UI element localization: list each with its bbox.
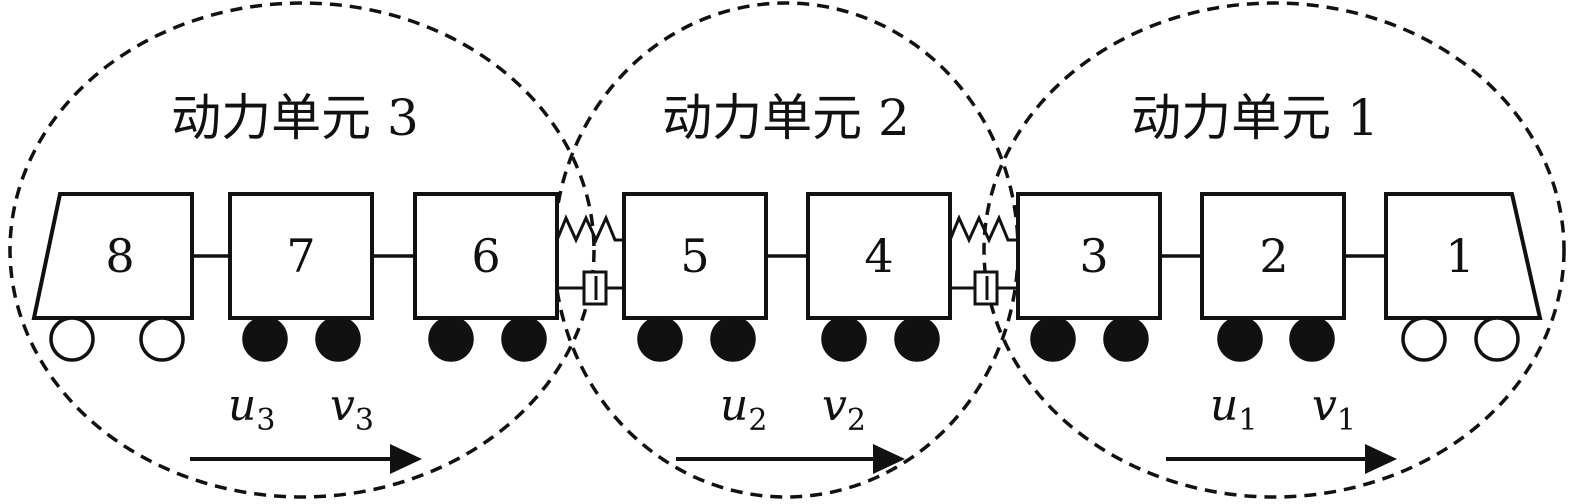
direction-arrows bbox=[190, 444, 1397, 474]
power-unit-1-title: 动力单元 1 bbox=[1131, 89, 1379, 147]
car-3-label: 3 bbox=[1079, 229, 1108, 283]
power-unit-1-ellipse bbox=[982, 1, 1566, 499]
unit-1-input-u: u1 bbox=[1210, 380, 1257, 438]
unit-3-input-u: u3 bbox=[228, 380, 275, 438]
power-unit-3-ellipse bbox=[8, 1, 596, 499]
unit-1-speed-v: v1 bbox=[1312, 380, 1356, 438]
car-4-wheel-powered bbox=[894, 316, 940, 362]
car-6-wheel-powered bbox=[428, 316, 474, 362]
car-5-body bbox=[622, 192, 768, 320]
car-3-wheel-powered bbox=[1030, 316, 1076, 362]
unit-3-direction-arrow-head bbox=[390, 444, 422, 474]
car-1-wheel-unpowered bbox=[1401, 316, 1447, 362]
car-8-wheel-unpowered bbox=[139, 316, 185, 362]
car-2-body bbox=[1200, 192, 1346, 320]
car-bodies bbox=[31, 192, 1543, 320]
unit-3-speed-v: v3 bbox=[330, 380, 374, 438]
car-4-body bbox=[806, 192, 952, 320]
car-7-wheel-powered bbox=[242, 316, 288, 362]
spring-zigzag bbox=[555, 214, 624, 244]
power-unit-3-title: 动力单元 3 bbox=[171, 89, 419, 147]
spring-damper-coupler-unit3-unit2 bbox=[555, 214, 624, 306]
car-2-wheel-powered bbox=[1289, 316, 1335, 362]
car-1-wheel-unpowered bbox=[1474, 316, 1520, 362]
unit-2-input-u: u2 bbox=[720, 380, 767, 438]
car-4-wheel-powered bbox=[821, 316, 867, 362]
car-8-body bbox=[31, 192, 194, 320]
car-7-wheel-powered bbox=[315, 316, 361, 362]
car-5-wheel-powered bbox=[710, 316, 756, 362]
car-8-wheel-unpowered bbox=[49, 316, 95, 362]
car-2-label: 2 bbox=[1259, 229, 1288, 283]
car-5-label: 5 bbox=[680, 229, 709, 283]
car-7-body bbox=[228, 192, 374, 320]
car-6-wheel-powered bbox=[501, 316, 547, 362]
spring-zigzag bbox=[948, 214, 1018, 244]
spring-damper-coupler-unit2-unit1 bbox=[948, 214, 1018, 306]
unit-2-direction-arrow-head bbox=[873, 444, 905, 474]
car-6-body bbox=[413, 192, 559, 320]
car-5-wheel-powered bbox=[637, 316, 683, 362]
car-3-wheel-powered bbox=[1103, 316, 1149, 362]
car-8-label: 8 bbox=[105, 229, 134, 283]
unit-1-direction-arrow-head bbox=[1365, 444, 1397, 474]
car-3-body bbox=[1016, 192, 1162, 320]
car-7-label: 7 bbox=[286, 229, 315, 283]
car-2-wheel-powered bbox=[1217, 316, 1263, 362]
car-4-label: 4 bbox=[864, 229, 893, 283]
car-1-body bbox=[1384, 192, 1543, 320]
power-unit-2-title: 动力单元 2 bbox=[662, 89, 910, 147]
wheels bbox=[49, 316, 1520, 362]
unit-2-speed-v: v2 bbox=[822, 380, 866, 438]
car-1-label: 1 bbox=[1445, 229, 1474, 283]
car-6-label: 6 bbox=[471, 229, 500, 283]
